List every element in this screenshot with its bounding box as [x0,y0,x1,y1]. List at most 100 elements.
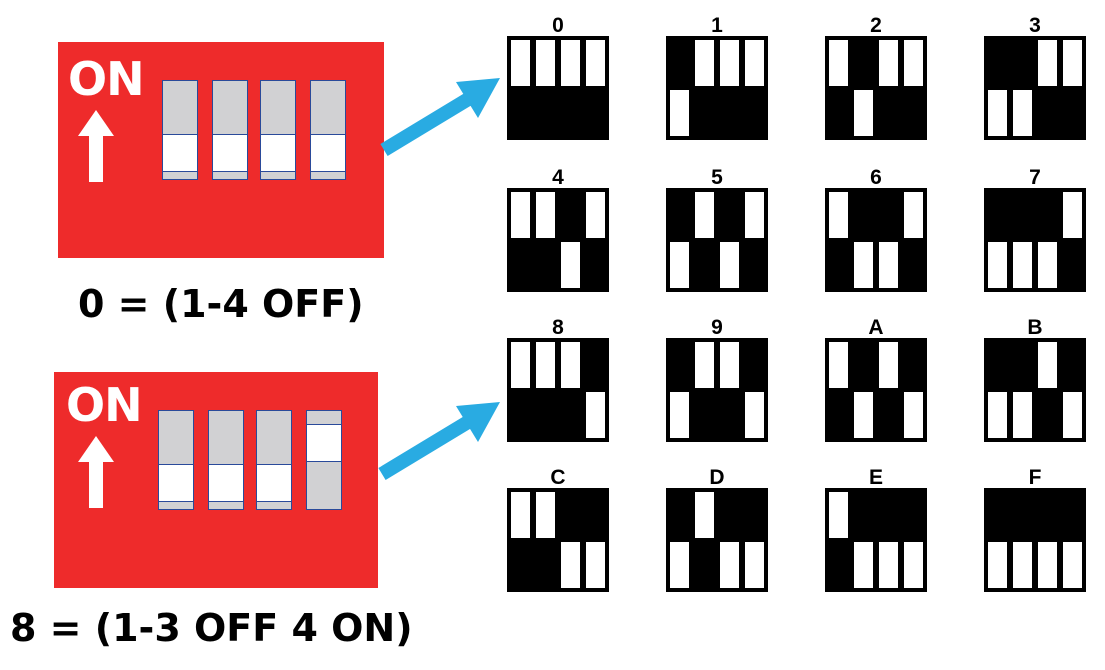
switch-pattern-2: 2 [825,15,927,140]
switch-position-3-off [879,342,898,388]
switch-position-2-on [854,90,873,136]
switch-pattern-e: E [825,467,927,592]
switch-position-4-on [745,392,764,438]
pattern-box [984,488,1086,592]
pattern-box [984,188,1086,292]
switch-position-2-on [1013,542,1032,588]
dip-switch-knob [311,134,345,172]
dip-switch-3 [260,80,296,180]
switch-position-3-on [720,242,739,288]
pattern-label: E [868,466,883,489]
dip-switch-2 [212,80,248,180]
pattern-label: 2 [870,14,882,37]
switch-position-2-on [1013,392,1032,438]
switch-position-1-off [829,342,848,388]
switch-pattern-8: 8 [507,317,609,442]
switch-pattern-0: 0 [507,15,609,140]
switch-position-4-on [1063,542,1082,588]
switch-position-4-off [904,192,923,238]
switch-pattern-d: D [666,467,768,592]
dip-switch-1 [158,410,194,510]
dip-switch-knob [209,464,243,502]
pointer-arrow-icon [380,78,500,156]
pattern-label: 6 [870,166,882,189]
switch-position-4-on [1063,392,1082,438]
pattern-box [825,36,927,140]
switch-position-1-off [511,192,530,238]
switch-position-2-on [854,542,873,588]
switch-position-3-off [879,40,898,86]
pattern-label: B [1027,316,1043,339]
pattern-label: 1 [711,14,723,37]
pattern-box [666,188,768,292]
pattern-label: 8 [552,316,564,339]
pattern-label: 7 [1029,166,1041,189]
switch-position-4-on [904,392,923,438]
dip-switch-1 [162,80,198,180]
switch-position-1-off [511,492,530,538]
on-label: ON [66,378,143,432]
switch-position-3-off [561,342,580,388]
pattern-label: 5 [711,166,723,189]
pattern-box [984,338,1086,442]
switch-position-1-off [511,40,530,86]
switch-position-2-on [1013,90,1032,136]
switch-position-1-on [988,242,1007,288]
pattern-box [825,488,927,592]
pointer-arrow-icon [378,402,500,480]
switch-position-2-on [1013,242,1032,288]
pattern-box [507,188,609,292]
panel-caption-8: 8 = (1-3 OFF 4 ON) [10,606,413,650]
switch-position-1-off [829,192,848,238]
switch-pattern-6: 6 [825,167,927,292]
pattern-label: A [868,316,884,339]
switch-position-3-on [1038,542,1057,588]
dip-switch-2 [208,410,244,510]
pattern-label: D [709,466,725,489]
dip-switch-4 [310,80,346,180]
pattern-label: 3 [1029,14,1041,37]
switch-position-3-off [720,40,739,86]
pattern-label: 0 [552,14,564,37]
switch-position-2-off [695,492,714,538]
pattern-box [825,338,927,442]
switch-position-4-off [1063,192,1082,238]
switch-position-4-on [745,542,764,588]
pattern-box [666,338,768,442]
switch-pattern-1: 1 [666,15,768,140]
switch-position-4-off [1063,40,1082,86]
switch-position-3-on [1038,242,1057,288]
switch-position-2-off [536,192,555,238]
switch-position-2-on [854,392,873,438]
dip-switch-knob [159,464,193,502]
switch-pattern-f: F [984,467,1086,592]
switch-position-3-on [561,542,580,588]
switch-position-2-off [536,342,555,388]
switch-position-2-off [536,492,555,538]
switch-position-1-off [829,40,848,86]
pattern-label: 9 [711,316,723,339]
pattern-label: C [550,466,566,489]
switch-position-4-off [586,192,605,238]
pattern-box [666,488,768,592]
switch-position-1-off [511,342,530,388]
switch-pattern-3: 3 [984,15,1086,140]
dip-switch-knob [257,464,291,502]
switch-pattern-9: 9 [666,317,768,442]
switch-pattern-a: A [825,317,927,442]
switch-position-1-on [988,542,1007,588]
pattern-box [666,36,768,140]
pattern-box [507,488,609,592]
dip-switch-4 [306,410,342,510]
switch-position-1-on [988,90,1007,136]
up-arrow-icon [78,436,114,508]
switch-position-2-off [536,40,555,86]
switch-position-4-off [904,40,923,86]
switch-position-2-off [695,40,714,86]
switch-position-4-on [586,542,605,588]
switch-position-1-on [670,242,689,288]
dip-switch-knob [163,134,197,172]
on-label: ON [68,52,145,106]
panel-caption-0: 0 = (1-4 OFF) [78,282,364,326]
